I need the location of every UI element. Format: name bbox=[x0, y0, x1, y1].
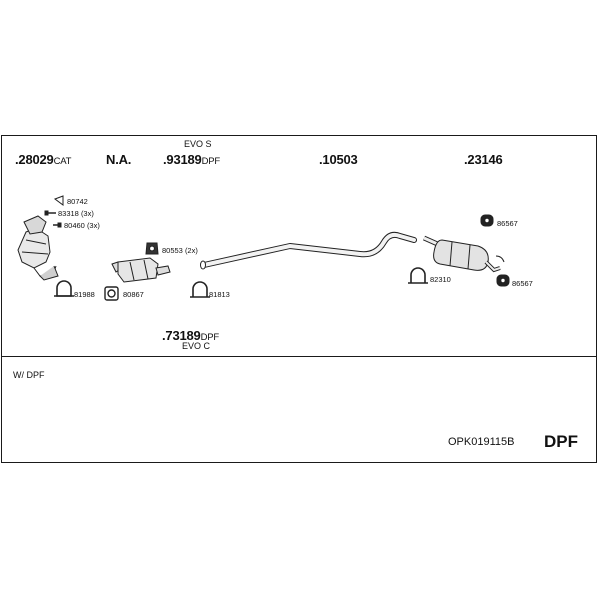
dpf-drawing bbox=[111, 257, 171, 283]
gasket-ring-icon bbox=[104, 286, 119, 301]
accessory-label-80742: 80742 bbox=[67, 197, 88, 206]
rear-silencer-drawing bbox=[422, 235, 505, 273]
kit-reference: OPK019115B bbox=[448, 436, 515, 448]
gasket-icon bbox=[53, 195, 64, 206]
part-note-evo-c: EVO C bbox=[182, 341, 211, 351]
part-label-10503: .10503 bbox=[319, 152, 358, 167]
diagram-frame bbox=[1, 135, 597, 463]
clamp-icon-82310 bbox=[408, 267, 428, 284]
clamp-icon-81813 bbox=[190, 281, 210, 298]
section-divider bbox=[1, 356, 597, 357]
accessory-label-86567-top: 86567 bbox=[497, 219, 518, 228]
catalytic-converter-drawing bbox=[17, 215, 59, 281]
middle-pipe-drawing bbox=[200, 231, 417, 270]
accessory-label-81988: 81988 bbox=[74, 290, 95, 299]
part-label-73189: .73189DPF bbox=[162, 328, 219, 343]
part-note-evo-s: EVO S bbox=[184, 139, 212, 149]
accessory-label-81813: 81813 bbox=[209, 290, 230, 299]
part-label-93189: .93189DPF bbox=[163, 152, 220, 167]
part-label-28029: .28029CAT bbox=[15, 152, 72, 167]
bolt-icon bbox=[44, 210, 56, 216]
accessory-label-80867: 80867 bbox=[123, 290, 144, 299]
bracket-icon bbox=[145, 242, 159, 255]
accessory-label-80553: 80553 (2x) bbox=[162, 246, 198, 255]
accessory-label-80460: 80460 (3x) bbox=[64, 221, 100, 230]
kit-type: DPF bbox=[544, 432, 578, 451]
rubber-mount-icon-top bbox=[480, 214, 494, 227]
accessory-label-82310: 82310 bbox=[430, 275, 451, 284]
part-label-23146: .23146 bbox=[464, 152, 503, 167]
nut-icon bbox=[53, 222, 62, 228]
footer-note: W/ DPF bbox=[13, 370, 45, 380]
accessory-label-83318: 83318 (3x) bbox=[58, 209, 94, 218]
clamp-icon bbox=[54, 280, 74, 297]
part-label-na: N.A. bbox=[106, 152, 132, 167]
rubber-mount-icon-bottom bbox=[496, 274, 510, 287]
accessory-label-86567-bottom: 86567 bbox=[512, 279, 533, 288]
